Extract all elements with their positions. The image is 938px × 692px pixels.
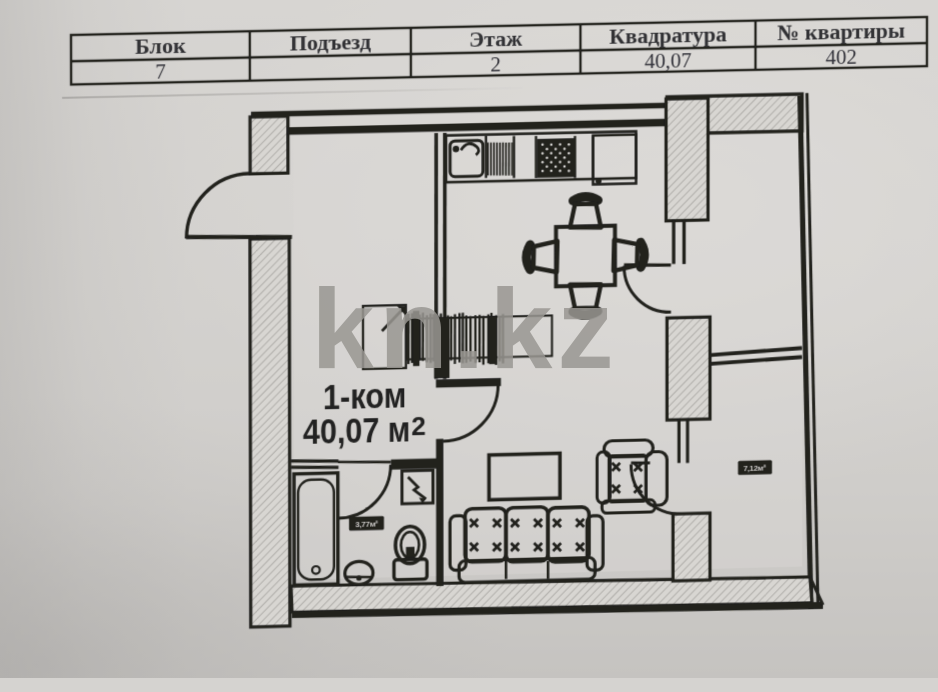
svg-text:kn.kz: kn.kz [311,266,619,392]
